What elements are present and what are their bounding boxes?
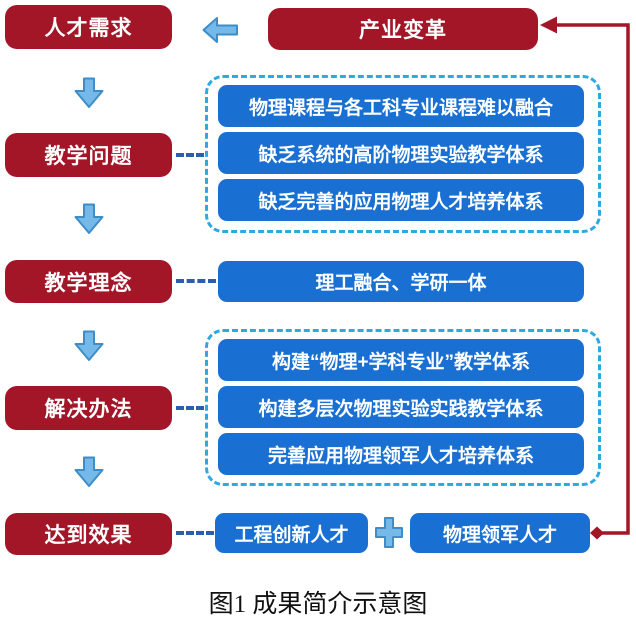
arrowhead-left-icon — [540, 16, 557, 34]
result-box-engineering-talent: 工程创新人才 — [215, 513, 368, 553]
connector-dashed — [176, 279, 216, 283]
stage-box-achieved-effects: 达到效果 — [5, 513, 172, 555]
solution-item-box: 构建多层次物理实验实践教学体系 — [218, 386, 584, 428]
solution-item-box: 构建“物理+学科专业”教学体系 — [218, 339, 584, 381]
connector-dashed — [176, 531, 214, 535]
result-box-physics-leader-talent: 物理领军人才 — [410, 513, 590, 553]
down-arrow-icon — [74, 203, 104, 234]
stage-box-solutions: 解决办法 — [5, 386, 172, 430]
problem-item-box: 缺乏系统的高阶物理实验教学体系 — [218, 132, 584, 174]
diamond-connector-icon — [590, 526, 604, 540]
connector-dashed — [176, 153, 204, 157]
down-arrow-icon — [74, 456, 104, 487]
problem-item-box: 物理课程与各工科专业课程难以融合 — [218, 85, 584, 127]
solution-item-box: 完善应用物理领军人才培养体系 — [218, 433, 584, 475]
down-arrow-icon — [74, 77, 104, 108]
connector-dashed — [176, 406, 204, 410]
down-arrow-icon — [74, 330, 104, 361]
stage-box-talent-demand: 人才需求 — [5, 5, 172, 49]
stage-box-industry-change: 产业变革 — [268, 8, 538, 50]
plus-icon — [375, 517, 403, 548]
problem-item-box: 缺乏完善的应用物理人才培养体系 — [218, 179, 584, 221]
stage-box-teaching-philosophy: 教学理念 — [5, 260, 172, 303]
stage-box-teaching-problems: 教学问题 — [5, 133, 172, 177]
figure-caption: 图1 成果简介示意图 — [208, 591, 428, 618]
left-arrow-icon — [202, 17, 238, 43]
philosophy-box: 理工融合、学研一体 — [218, 261, 584, 302]
